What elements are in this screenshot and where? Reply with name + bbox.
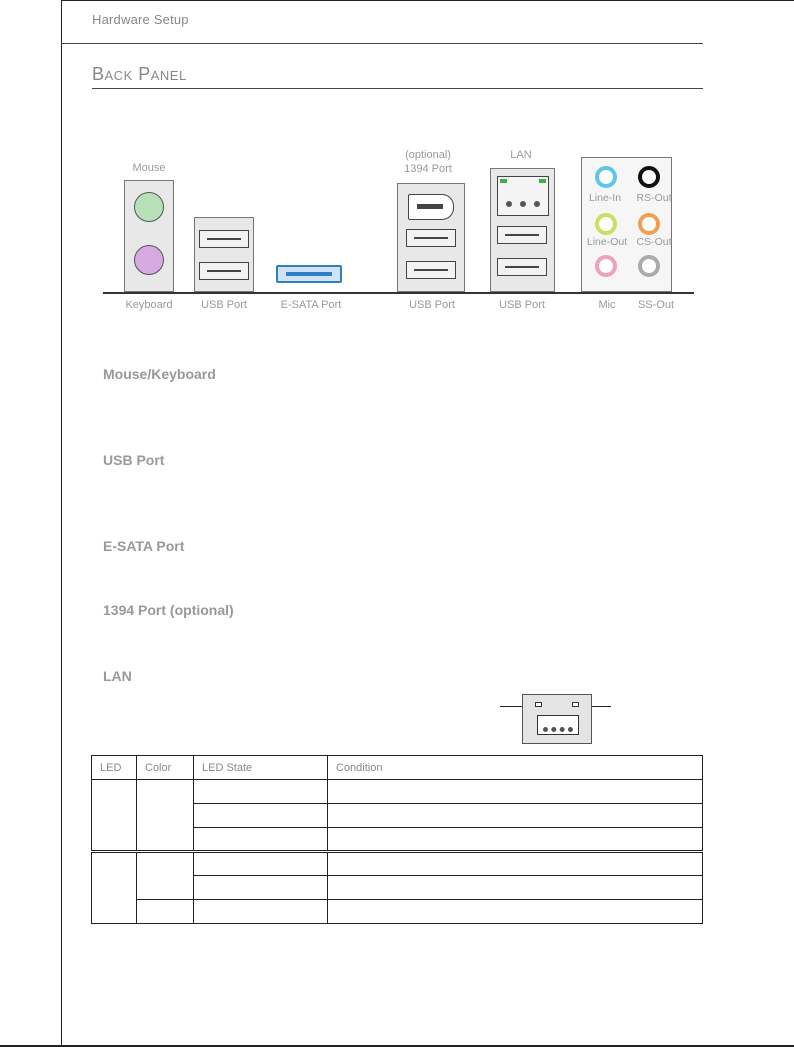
- lan-left-callout-line: [500, 706, 538, 707]
- lan-jack-opening: [537, 715, 579, 735]
- line-out-jack: [595, 213, 617, 235]
- port-1394-heading: 1394 Port (optional): [103, 602, 234, 618]
- rs-out-label: RS-Out: [636, 192, 672, 204]
- header-rule: [61, 43, 703, 44]
- keyboard-label: Keyboard: [125, 299, 173, 311]
- back-panel-baseline: [103, 292, 694, 295]
- page-border-top: [61, 0, 794, 1]
- lan-jack-pins: [543, 726, 573, 732]
- table-cell: [193, 803, 328, 828]
- usb-slot: [199, 262, 249, 280]
- port-1394-top-label: 1394 Port: [404, 163, 452, 175]
- table-header-row: LED Color LED State Condition: [91, 755, 703, 780]
- lan-usb-frame: [490, 168, 555, 292]
- running-header: Hardware Setup: [92, 12, 189, 27]
- mouse-ps2-port: [134, 192, 164, 222]
- table-cell: [193, 850, 328, 876]
- table-cell: [327, 827, 703, 852]
- table-cell: [136, 899, 194, 924]
- table-header-led-state: LED State: [193, 755, 328, 780]
- line-out-label: Line-Out: [586, 236, 628, 248]
- table-row: [91, 779, 703, 852]
- line-in-label: Line-In: [588, 192, 622, 204]
- cs-out-label: CS-Out: [636, 236, 672, 248]
- lan-port: [497, 176, 549, 216]
- table-row: [92, 899, 703, 924]
- lan-heading: LAN: [103, 668, 132, 684]
- lan-right-callout-line: [585, 706, 611, 707]
- table-cell: [327, 779, 703, 804]
- mic-jack: [595, 255, 617, 277]
- line-in-jack: [595, 166, 617, 188]
- usb-port-heading: USB Port: [103, 452, 165, 468]
- table-cell: [193, 827, 328, 852]
- usb-slot: [406, 261, 456, 279]
- cs-out-jack: [638, 213, 660, 235]
- table-cell: [193, 899, 328, 924]
- lan-jack-led-right: [572, 702, 579, 707]
- port-1394-pins: [417, 204, 443, 209]
- mic-label: Mic: [598, 299, 616, 311]
- keyboard-ps2-port: [134, 245, 164, 275]
- table-cell: [327, 850, 703, 876]
- esata-port-heading: E-SATA Port: [103, 538, 185, 554]
- esata-port: [276, 265, 342, 283]
- table-cell: [327, 899, 703, 924]
- esata-slot: [286, 272, 332, 276]
- table-header-led: LED: [91, 755, 137, 780]
- table-cell: [193, 875, 328, 900]
- page-border-bottom: [0, 1045, 794, 1047]
- usb-port-label-1: USB Port: [201, 299, 247, 311]
- usb-port-label-3: USB Port: [499, 299, 545, 311]
- table-cell: [91, 850, 137, 924]
- lan-jack-illustration: [522, 694, 592, 744]
- table-cell: [327, 803, 703, 828]
- usb-slot: [406, 229, 456, 247]
- port-1394: [408, 194, 454, 220]
- table-header-color: Color: [136, 755, 194, 780]
- usb-port-label-2: USB Port: [409, 299, 455, 311]
- section-rule: [92, 88, 703, 89]
- usb-slot: [497, 226, 547, 244]
- mouse-keyboard-heading: Mouse/Keyboard: [103, 366, 216, 382]
- table-row: [91, 850, 703, 924]
- ss-out-label: SS-Out: [637, 299, 675, 311]
- optional-label: (optional): [405, 149, 451, 161]
- table-cell: [136, 779, 194, 852]
- port-1394-usb-frame: [397, 183, 465, 292]
- usb-port-frame-1: [194, 217, 254, 292]
- mouse-label: Mouse: [132, 162, 166, 174]
- ss-out-jack: [638, 255, 660, 277]
- usb-slot: [497, 258, 547, 276]
- table-header-condition: Condition: [327, 755, 703, 780]
- page-border-left: [61, 0, 62, 1047]
- lan-pins: [506, 197, 540, 207]
- led-status-table: LED Color LED State Condition: [91, 755, 703, 924]
- table-row: [92, 827, 703, 852]
- table-cell: [91, 779, 137, 852]
- ps2-port-frame: [124, 180, 174, 292]
- section-title: Back Panel: [92, 64, 187, 84]
- usb-slot: [199, 230, 249, 248]
- table-cell: [327, 875, 703, 900]
- table-cell: [193, 779, 328, 804]
- audio-port-frame: [581, 157, 672, 292]
- lan-label: LAN: [510, 149, 532, 161]
- lan-led-right: [539, 179, 546, 183]
- esata-port-label: E-SATA Port: [280, 299, 342, 311]
- table-cell: [136, 850, 194, 900]
- rs-out-jack: [638, 166, 660, 188]
- table-row: [92, 803, 703, 828]
- lan-jack-led-left: [535, 702, 542, 707]
- lan-led-left: [500, 179, 507, 183]
